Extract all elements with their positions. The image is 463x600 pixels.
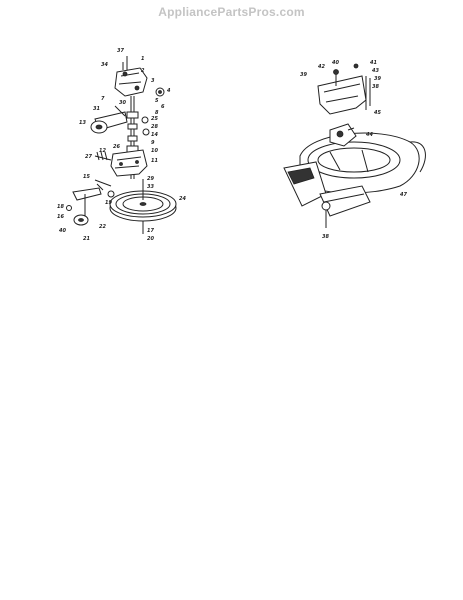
callout-label: 45: [374, 110, 381, 116]
callout-label: 30: [119, 100, 126, 106]
callout-label: 42: [318, 64, 325, 70]
callout-label: 16: [57, 214, 64, 220]
callout-label: 6: [161, 104, 165, 110]
lower-housing: [94, 149, 148, 177]
callout-label: 40: [332, 60, 339, 66]
callout-label: 4: [167, 88, 171, 94]
left-parts-diagram: 37 1 34 2 3 4 5 6 7 30 31 25 8 13 28 14 …: [55, 44, 190, 244]
callout-label: 26: [113, 144, 120, 150]
discharge-chute: [283, 161, 371, 228]
callout-label: 14: [151, 132, 158, 138]
callout-label: 13: [79, 120, 86, 126]
callout-label: 47: [400, 192, 407, 198]
left-callouts: 37 1 34 2 3 4 5 6 7 30 31 25 8 13 28 14 …: [57, 48, 186, 242]
left-diagram-svg: 37 1 34 2 3 4 5 6 7 30 31 25 8 13 28 14 …: [57, 48, 186, 242]
belt-guide-bracket: [66, 179, 115, 226]
callout-label: 10: [151, 148, 158, 154]
callout-label: 38: [322, 234, 329, 240]
callout-label: 39: [374, 76, 381, 82]
callout-label: 11: [151, 158, 158, 164]
callout-label: 3: [151, 78, 155, 84]
main-pulley: [109, 179, 177, 234]
callout-label: 1: [141, 56, 144, 62]
callout-label: 5: [155, 98, 159, 104]
callout-label: 20: [147, 236, 154, 242]
callout-label: 8: [155, 110, 159, 116]
callout-label: 28: [151, 124, 158, 130]
callout-label: 2: [141, 68, 145, 74]
callout-label: 31: [93, 106, 100, 112]
callout-label: 22: [99, 224, 106, 230]
callout-label: 15: [83, 174, 90, 180]
callout-label: 17: [147, 228, 154, 234]
callout-label: 18: [57, 204, 64, 210]
right-diagram-svg: 41 39 42 40 43 39 38 45 44 47 38: [283, 60, 426, 240]
callout-label: 38: [372, 84, 379, 90]
upper-bracket: [114, 56, 165, 97]
engine-mount: [329, 123, 357, 147]
callout-label: 43: [372, 68, 379, 74]
callout-label: 29: [147, 176, 154, 182]
callout-label: 33: [147, 184, 154, 190]
callout-label: 27: [85, 154, 92, 160]
callout-label: 24: [179, 196, 186, 202]
callout-label: 39: [300, 72, 307, 78]
callout-label: 41: [370, 60, 377, 66]
callout-label: 44: [366, 132, 373, 138]
callout-label: 37: [117, 48, 124, 54]
right-parts-diagram: 41 39 42 40 43 39 38 45 44 47 38: [270, 56, 430, 246]
callout-label: 40: [59, 228, 66, 234]
upper-mount-bracket: [317, 63, 371, 115]
right-callouts: 41 39 42 40 43 39 38 45 44 47 38: [300, 60, 407, 240]
callout-label: 25: [151, 116, 158, 122]
idler-arm: [90, 105, 128, 134]
callout-label: 21: [83, 236, 90, 242]
callout-label: 7: [101, 96, 105, 102]
drive-shaft: [126, 96, 150, 179]
callout-label: 9: [151, 140, 155, 146]
site-watermark: AppliancePartsPros.com: [158, 5, 305, 19]
callout-label: 34: [101, 62, 108, 68]
callout-label: 12: [99, 148, 106, 154]
callout-label: 19: [105, 200, 112, 206]
